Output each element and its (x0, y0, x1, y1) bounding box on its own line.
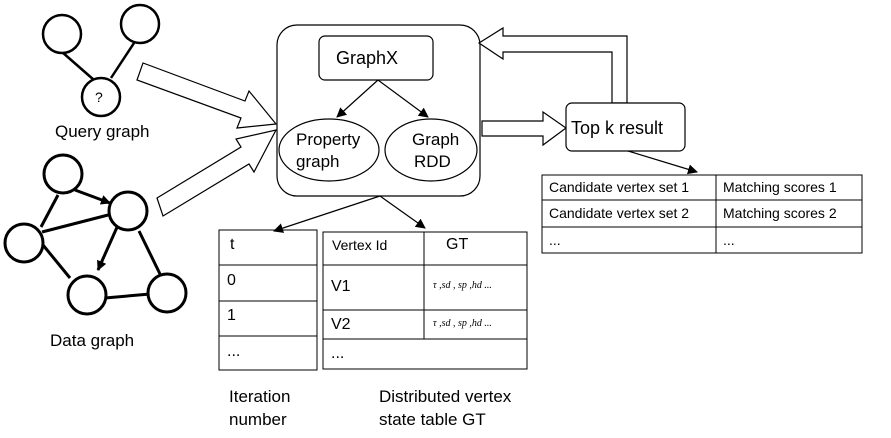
query-graph-label: Query graph (55, 122, 150, 141)
iteration-cell: ... (227, 343, 241, 360)
data-node (107, 190, 149, 232)
query-graph (41, 3, 161, 118)
data-edge (104, 292, 151, 300)
query-edge (109, 39, 138, 79)
candidate-cell: ... (549, 232, 561, 248)
score-cell: ... (723, 232, 735, 248)
iteration-table-header: t (230, 236, 235, 253)
gt-cell: τ ,sd , sp ,hd ... (433, 280, 492, 291)
graph-rdd-label-line1: Graph (412, 130, 460, 149)
vertex-id-cell: V2 (331, 316, 351, 333)
data-edge (39, 194, 60, 228)
query-node-unknown (80, 76, 122, 118)
data-graph-label: Data graph (50, 331, 135, 350)
data-node (3, 222, 45, 264)
candidate-cell: Candidate vertex set 1 (549, 179, 690, 195)
data-graph (3, 153, 188, 316)
data-node (66, 274, 108, 316)
state-table-caption-line1: Distributed vertex (379, 387, 512, 406)
property-graph-ellipse (278, 118, 380, 182)
query-edge (61, 51, 95, 81)
vertex-id-cell: V1 (331, 278, 351, 295)
candidate-table-grid (541, 174, 863, 254)
query-node-mark: ? (95, 89, 103, 105)
graphx-to-property-arrow (336, 79, 379, 118)
data-edge (137, 230, 162, 275)
iteration-cell: 0 (227, 272, 236, 289)
iteration-table-grid (218, 229, 318, 371)
system-to-result-arrow (481, 110, 568, 147)
graph-rdd-ellipse (384, 118, 478, 182)
property-graph-label-line1: Property (296, 130, 361, 149)
state-table-caption-line2: state table GT (379, 410, 486, 429)
result-to-table-arrow (627, 150, 698, 175)
data-edge-arrow (96, 224, 120, 271)
state-table-header-vertex: Vertex Id (332, 237, 388, 253)
system-to-state-table-arrow (379, 195, 426, 229)
query-node (41, 13, 83, 55)
query-node (119, 3, 161, 45)
graph-rdd-label-line2: RDD (414, 152, 451, 171)
top-k-result-label: Top k result (571, 118, 664, 138)
gt-cell: τ ,sd , sp ,hd ... (433, 318, 492, 329)
iteration-caption-line2: number (229, 410, 287, 429)
data-node (146, 272, 188, 314)
property-graph-label-line2: graph (296, 152, 340, 171)
graphx-box (318, 35, 434, 81)
iteration-cell: 1 (227, 307, 236, 324)
top-k-result-box (565, 102, 686, 152)
score-cell: Matching scores 1 (723, 179, 837, 195)
query-to-system-arrow (136, 62, 278, 129)
data-edge-arrow (74, 188, 111, 205)
data-node (42, 153, 84, 195)
graphx-label: GraphX (336, 48, 399, 68)
score-cell: Matching scores 2 (723, 205, 837, 221)
vertex-id-cell: ... (331, 345, 345, 362)
data-to-system-arrow (156, 129, 278, 217)
candidate-cell: Candidate vertex set 2 (549, 205, 690, 221)
data-edge (41, 244, 72, 279)
state-table-grid (322, 231, 528, 370)
state-table-header-gt: GT (446, 236, 469, 253)
feedback-arrow (477, 26, 628, 104)
graphx-to-rdd-arrow (377, 79, 429, 118)
iteration-caption-line1: Iteration (229, 387, 291, 406)
data-edge (41, 212, 113, 234)
system-to-iteration-arrow (273, 195, 381, 233)
